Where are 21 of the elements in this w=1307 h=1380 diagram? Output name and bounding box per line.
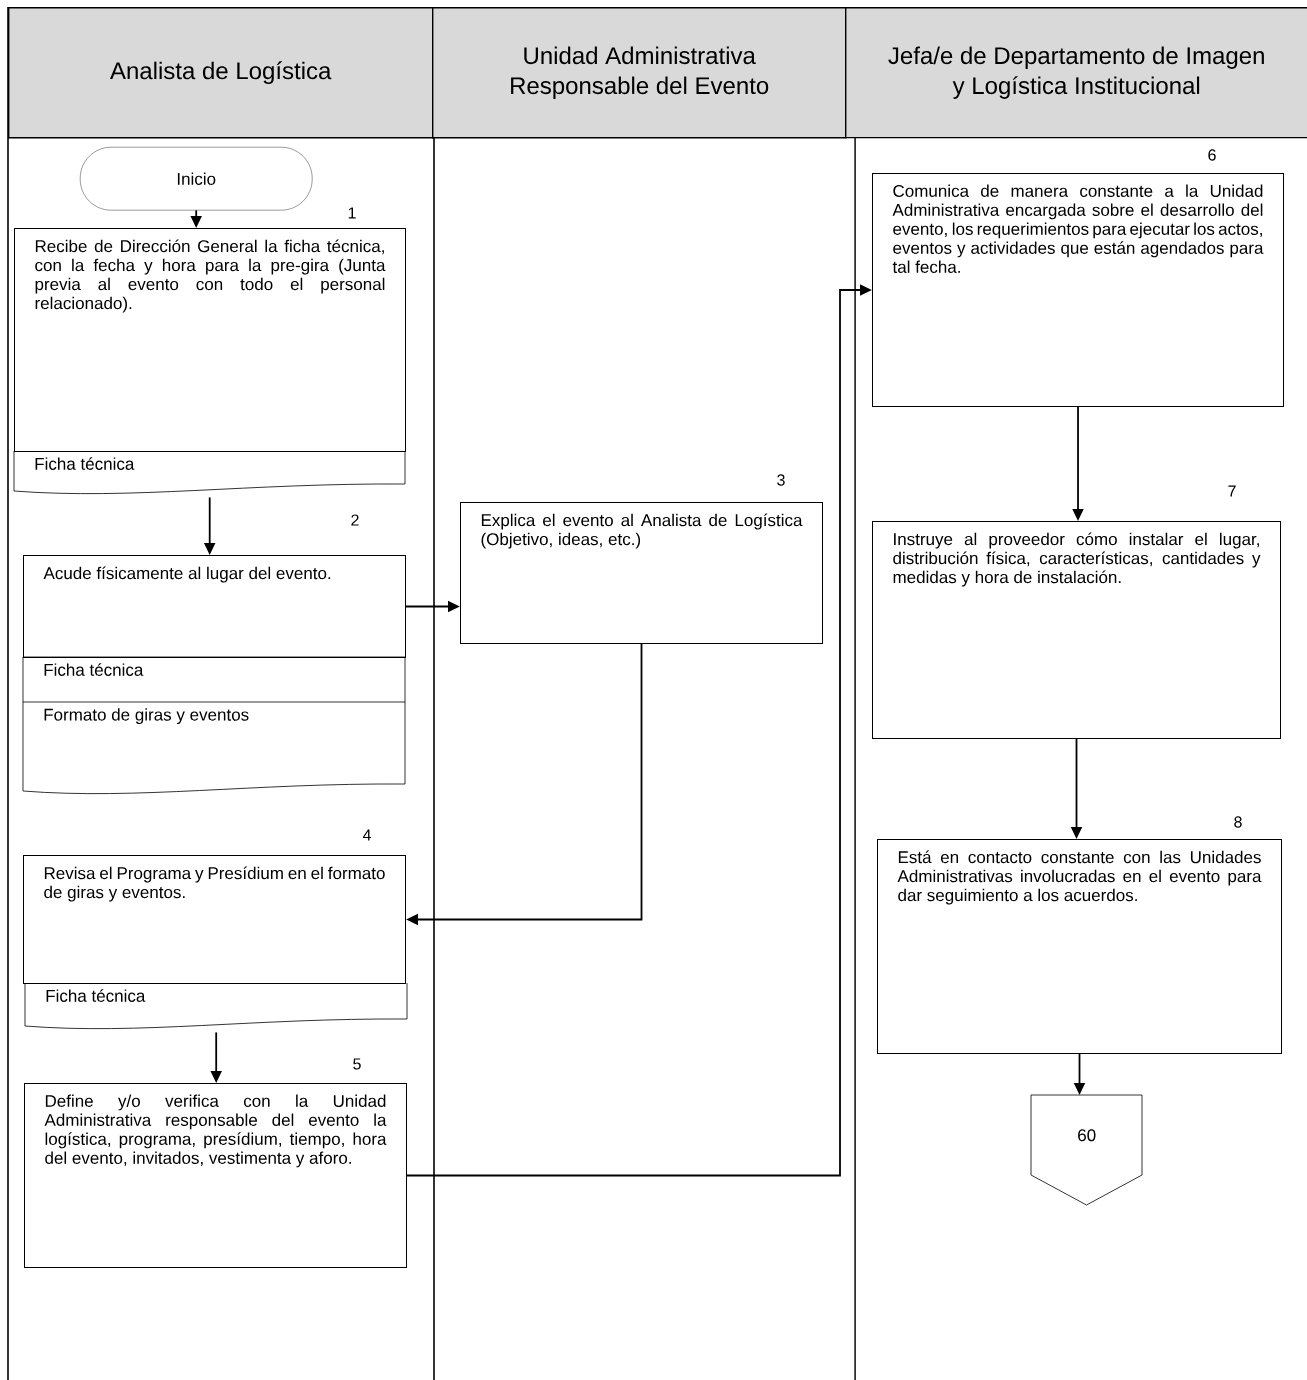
process-box: Explica el evento al Analista de Logística (Objetivo, ideas, etc.) xyxy=(460,502,823,644)
process-box: Define y/o verifica con la Unidad Administrativa responsable del evento la logística, programa, presídium, tiempo, hora del evento, invitados, vestimenta y aforo. xyxy=(24,1083,407,1268)
offpage-connector: 60 xyxy=(1030,1094,1143,1206)
step-number: 7 xyxy=(1228,485,1236,497)
process-box: Recibe de Dirección General la ficha técnica, con la fecha y hora para la pre-gira (Junta previa al evento con todo el personal relacionado). xyxy=(14,228,406,452)
step-number: 8 xyxy=(1234,816,1242,828)
step-number: 6 xyxy=(1208,149,1216,161)
step-number: 5 xyxy=(353,1058,361,1070)
process-box: Revisa el Programa y Presídium en el formato de giras y eventos. xyxy=(23,855,406,984)
step-number: 3 xyxy=(777,474,785,486)
step-number: 4 xyxy=(362,829,371,841)
start-terminator: Inicio xyxy=(80,147,313,211)
step-number: 2 xyxy=(351,514,359,526)
step-number: 1 xyxy=(348,207,356,219)
lane-header: Analista de Logística xyxy=(8,7,434,139)
process-box: Está en contacto constante con las Unidades Administrativas involucradas en el evento para dar seguimiento a los acuerdos. xyxy=(877,839,1282,1054)
process-box: Acude físicamente al lugar del evento. xyxy=(23,555,406,658)
process-box: Instruye al proveedor cómo instalar el lugar, distribución física, características, cantidades y medidas y hora de instalación. xyxy=(872,521,1281,739)
lane-header: Unidad Administrativa Responsable del Evento xyxy=(432,7,847,139)
process-box: Comunica de manera constante a la Unidad Administrativa encargada sobre el desarrollo del evento, los requerimientos para ejecutar los actos, eventos y actividades que están agendados para tal fecha. xyxy=(872,173,1284,407)
lane-header: Jefa/e de Departamento de Imagen y Logística Institucional xyxy=(845,7,1307,139)
